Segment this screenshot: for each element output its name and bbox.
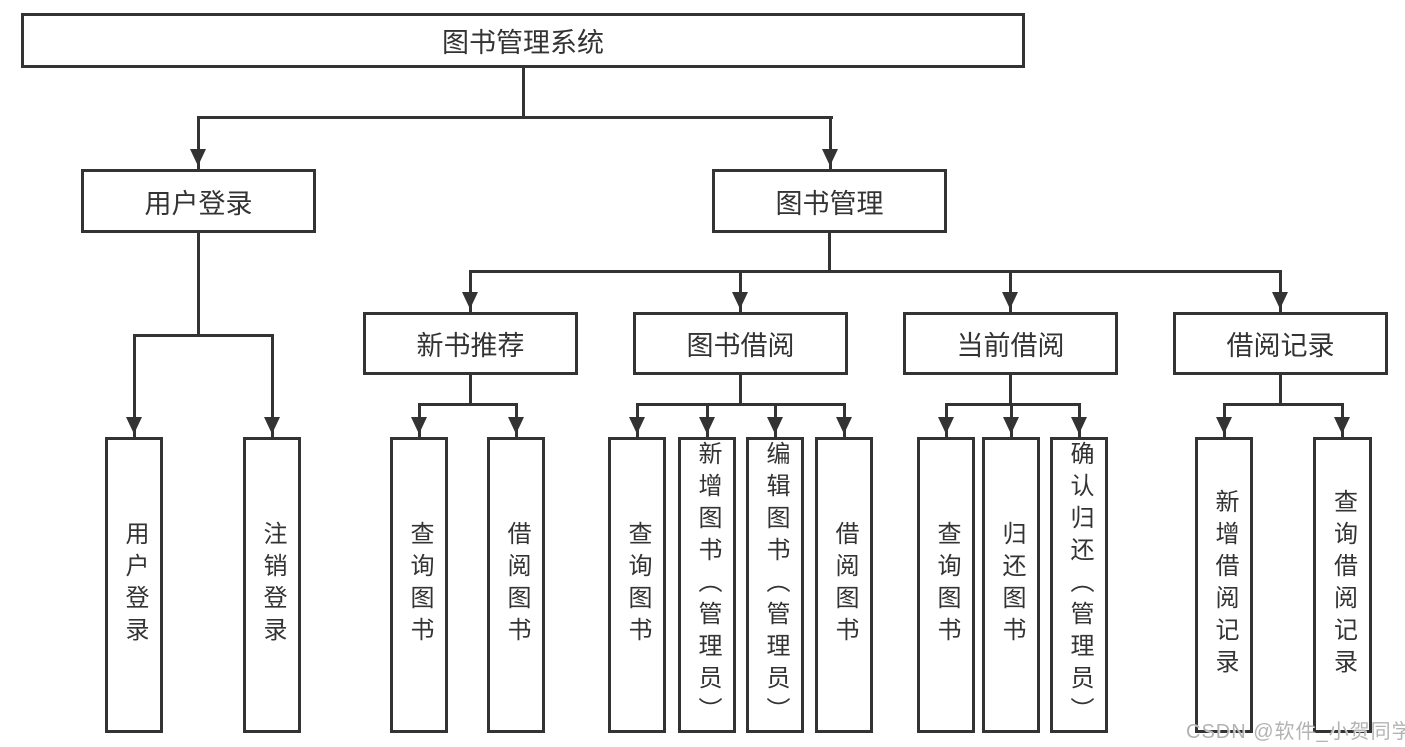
arrow-down-icon <box>732 292 748 309</box>
leaf-borrow-book-recommend-label: 借阅图书 <box>503 521 530 649</box>
arrow-down-icon <box>411 417 427 434</box>
leaf-user-login-label: 用户登录 <box>121 521 148 649</box>
leaf-confirm-return-admin-label: 确认归还（管理员） <box>1066 441 1093 729</box>
arrow-down-icon <box>836 417 852 434</box>
node-book-borrow: 图书借阅 <box>633 312 848 375</box>
leaf-edit-book-admin-label: 编辑图书（管理员） <box>762 441 789 729</box>
node-borrow-records-label: 借阅记录 <box>1226 331 1335 361</box>
connector-line-v <box>1279 375 1282 405</box>
leaf-query-borrow-record: 查询借阅记录 <box>1313 437 1372 733</box>
leaf-borrow-book-label: 借阅图书 <box>831 521 858 649</box>
node-user-login-label: 用户登录 <box>144 188 253 219</box>
arrow-down-icon <box>699 417 715 434</box>
arrow-down-icon <box>1003 417 1019 434</box>
arrow-down-icon <box>264 417 280 434</box>
arrow-down-icon <box>767 417 783 434</box>
node-root-label: 图书管理系统 <box>442 28 604 58</box>
leaf-return-book-label: 归还图书 <box>998 521 1025 649</box>
node-current-borrow-label: 当前借阅 <box>956 331 1065 361</box>
leaf-logout-label: 注销登录 <box>259 521 286 649</box>
node-borrow-records: 借阅记录 <box>1173 312 1388 375</box>
leaf-borrow-book-recommend: 借阅图书 <box>487 437 545 733</box>
leaf-add-book-admin: 新增图书（管理员） <box>678 437 736 733</box>
leaf-add-book-admin-label: 新增图书（管理员） <box>694 441 721 729</box>
leaf-query-book-recommend-label: 查询图书 <box>406 521 433 649</box>
arrow-down-icon <box>126 417 142 434</box>
connector-line-v <box>522 68 525 118</box>
arrow-down-icon <box>1216 417 1232 434</box>
leaf-user-login: 用户登录 <box>105 437 163 733</box>
connector-line-v <box>1009 375 1012 405</box>
connector-line-h <box>418 403 518 406</box>
node-book-management-label: 图书管理 <box>775 188 884 219</box>
leaf-confirm-return-admin: 确认归还（管理员） <box>1050 437 1108 733</box>
node-user-login: 用户登录 <box>81 169 316 233</box>
node-book-borrow-label: 图书借阅 <box>686 331 795 361</box>
leaf-borrow-book: 借阅图书 <box>815 437 873 733</box>
connector-line-v <box>739 375 742 405</box>
arrow-down-icon <box>938 417 954 434</box>
connector-line-h <box>945 403 1081 406</box>
leaf-query-book-recommend: 查询图书 <box>390 437 448 733</box>
leaf-query-borrow-record-label: 查询借阅记录 <box>1329 489 1357 681</box>
arrow-down-icon <box>462 292 478 309</box>
leaf-logout: 注销登录 <box>243 437 301 733</box>
connector-line-v <box>828 233 831 272</box>
arrow-down-icon <box>1334 417 1350 434</box>
leaf-query-book-borrow-label: 查询图书 <box>624 521 651 649</box>
arrow-down-icon <box>629 417 645 434</box>
connector-line-v <box>197 233 200 336</box>
leaf-add-borrow-record: 新增借阅记录 <box>1195 437 1253 733</box>
connector-line-h <box>133 334 274 337</box>
connector-line-h <box>197 116 833 119</box>
leaf-return-book: 归还图书 <box>982 437 1040 733</box>
connector-line-v <box>133 336 136 437</box>
connector-line-v <box>197 118 200 169</box>
leaf-edit-book-admin: 编辑图书（管理员） <box>746 437 804 733</box>
leaf-add-borrow-record-label: 新增借阅记录 <box>1211 489 1238 681</box>
node-new-book-recommend-label: 新书推荐 <box>416 331 525 361</box>
connector-line-v <box>829 118 832 169</box>
arrow-down-icon <box>1272 292 1288 309</box>
arrow-down-icon <box>508 417 524 434</box>
leaf-query-book-current: 查询图书 <box>917 437 975 733</box>
arrow-down-icon <box>822 149 838 166</box>
connector-line-v <box>271 336 274 437</box>
connector-line-h <box>636 403 846 406</box>
connector-line-v <box>469 375 472 405</box>
node-root: 图书管理系统 <box>21 13 1025 68</box>
leaf-query-book-current-label: 查询图书 <box>933 521 960 649</box>
node-new-book-recommend: 新书推荐 <box>363 312 578 375</box>
connector-line-h <box>469 270 1282 273</box>
arrow-down-icon <box>1002 292 1018 309</box>
csdn-watermark: CSDN @软件_小贺同学 <box>1186 721 1405 743</box>
node-current-borrow: 当前借阅 <box>903 312 1118 375</box>
arrow-down-icon <box>1071 417 1087 434</box>
connector-line-h <box>1223 403 1344 406</box>
arrow-down-icon <box>190 149 206 166</box>
node-book-management: 图书管理 <box>712 169 947 233</box>
leaf-query-book-borrow: 查询图书 <box>608 437 666 733</box>
